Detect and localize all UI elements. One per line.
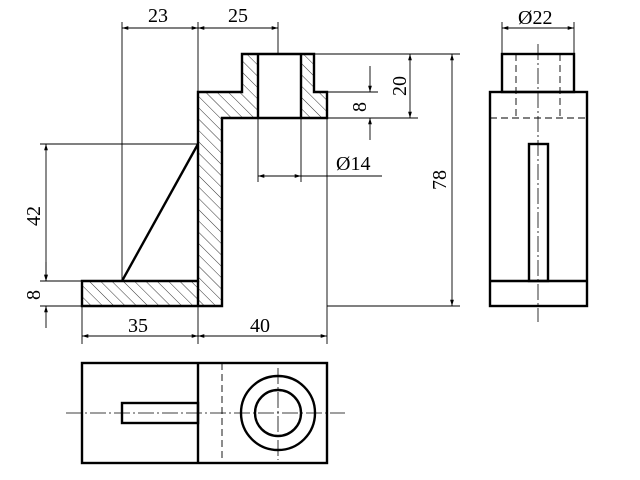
- dim-20: 20: [389, 76, 411, 96]
- dimension-labels: 23 25 Ø22 20 8 Ø14 78 42 8 35 40: [23, 5, 552, 337]
- front-section-boss-right: [301, 54, 314, 92]
- side-view: [488, 22, 589, 322]
- dim-78: 78: [429, 170, 451, 190]
- dim-8-base: 8: [23, 290, 45, 300]
- front-view: [80, 52, 329, 308]
- front-section-flange-right: [301, 92, 327, 118]
- side-body: [488, 90, 589, 308]
- dim-40: 40: [250, 315, 270, 337]
- dim-diameter-22: Ø22: [518, 7, 552, 29]
- top-view: [66, 361, 345, 465]
- front-dimensions: [40, 22, 460, 344]
- dim-42: 42: [23, 206, 45, 226]
- front-rib-edge: [120, 143, 200, 282]
- front-section-boss-left: [242, 54, 258, 118]
- dim-35: 35: [128, 315, 148, 337]
- front-section-base: [82, 281, 198, 306]
- dim-diameter-14: Ø14: [336, 153, 370, 175]
- dim-23: 23: [148, 5, 168, 27]
- dim-8-flange: 8: [349, 102, 371, 112]
- side-rib: [527, 142, 550, 283]
- front-section-upright: [198, 92, 242, 306]
- dim-25: 25: [228, 5, 248, 27]
